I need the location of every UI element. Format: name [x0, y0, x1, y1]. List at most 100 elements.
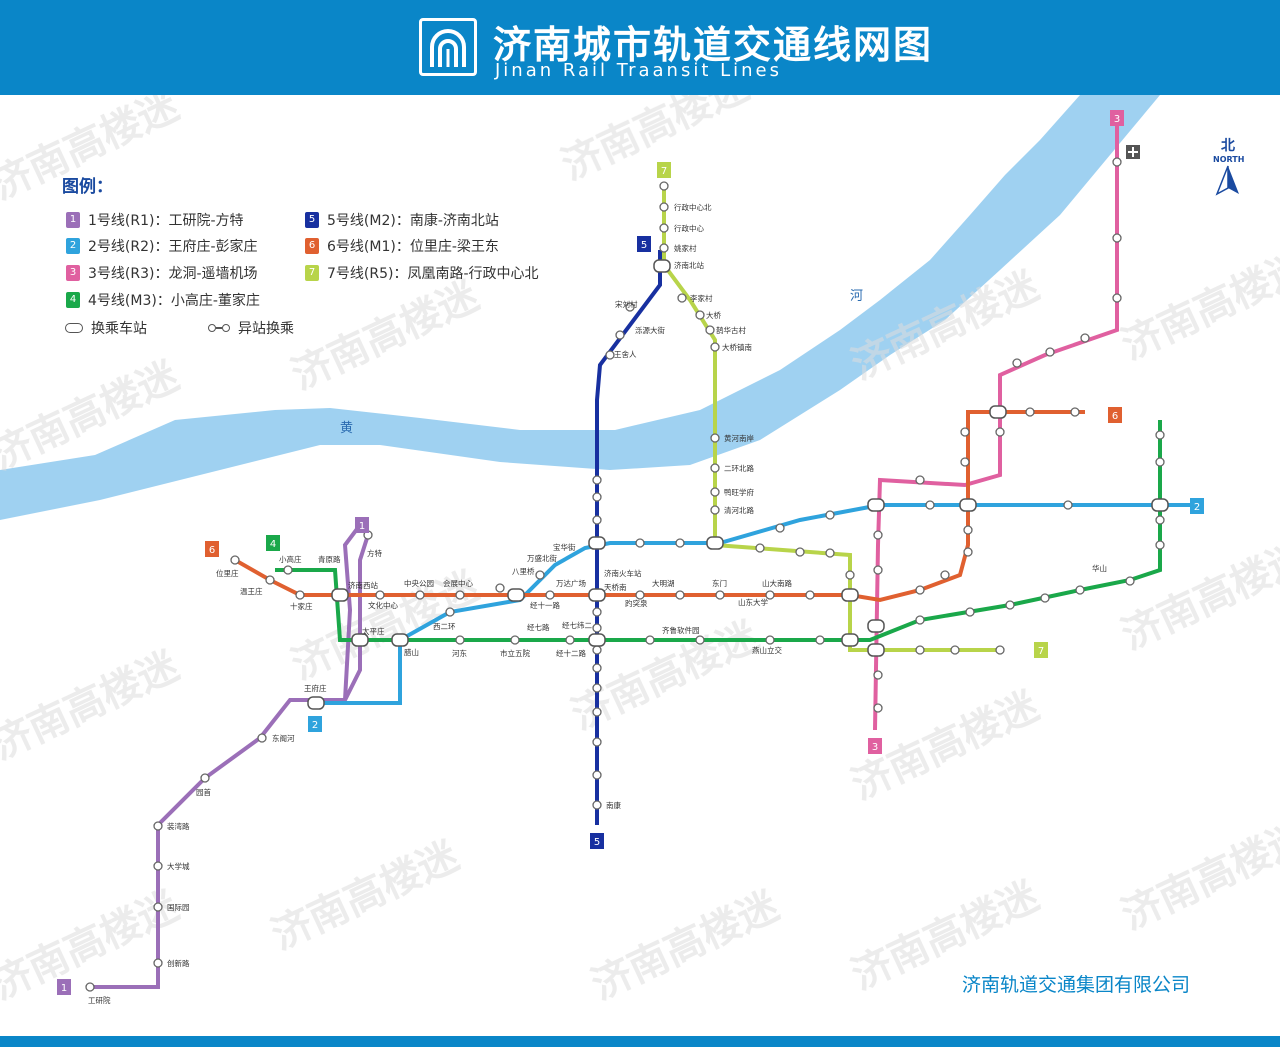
- station-huangtai: 宋刘村: [615, 299, 638, 309]
- legend-line-4-swatch: 4: [66, 292, 80, 308]
- legend-line-6: 6 6号线(M1)：位里庄-梁王东: [305, 236, 499, 256]
- station-yixin: 姚家村: [674, 243, 697, 253]
- line-4-route: [275, 420, 1162, 642]
- footer-bar: [0, 1036, 1280, 1047]
- station-daxuecheng: 大学城: [167, 861, 190, 871]
- station-chuangxinlu: 创新路: [167, 958, 190, 968]
- legend-line-4: 4 4号线(M3)：小高庄-董家庄: [66, 290, 260, 310]
- airport-icon: [1126, 145, 1140, 159]
- station-xingzhengzhong: 行政中心: [674, 223, 704, 233]
- station-gongyanyuan: 工研院: [88, 995, 111, 1005]
- header-bar: 济南城市轨道交通线网图 Jinan Rail Traansit Lines: [0, 0, 1280, 95]
- legend-line-2: 2 2号线(R2)：王府庄-彭家庄: [66, 236, 258, 256]
- legend-line-5-label: 5号线(M2)：南康-济南北站: [327, 213, 499, 229]
- north-arrow: 北 NORTH: [1213, 135, 1245, 200]
- legend-offsite-label: 异站换乘: [238, 321, 294, 337]
- station-daming: 大明湖: [652, 578, 675, 588]
- legend-line-1-swatch: 1: [66, 212, 80, 228]
- legend-line-3-label: 3号线(R3)：龙洞-遥墙机场: [88, 266, 258, 282]
- tag-line2-a: 2: [312, 720, 318, 731]
- station-jingshiyi: 经十一路: [530, 600, 560, 610]
- watermark-10: 济南高楼迷: [1115, 532, 1280, 659]
- legend-offsite: 异站换乘: [208, 318, 294, 338]
- tag-line1-b: 1: [359, 521, 365, 532]
- legend-line-5: 5 5号线(M2)：南康-济南北站: [305, 210, 499, 230]
- line-3-route: [873, 118, 1119, 731]
- station-guanshan: 泺源大街: [635, 325, 665, 335]
- tag-line4: 4: [270, 539, 276, 550]
- station-dongfang: 鹊华古村: [716, 325, 746, 335]
- station-shandongdaxue: 山东大学: [738, 597, 768, 607]
- yellow-river: [0, 95, 1160, 520]
- station-jingqilu: 经七路: [527, 622, 550, 632]
- station-qiandao: 园首: [196, 787, 211, 797]
- page-title: 济南城市轨道交通线网图: [493, 23, 934, 67]
- station-weilizhuang: 位里庄: [216, 568, 239, 578]
- station-shandongtiyu: 山大南路: [762, 578, 792, 588]
- tag-line5-a: 5: [641, 240, 647, 251]
- station-wangfuzhuang: 王府庄: [304, 683, 327, 693]
- station-tianqiao: 天桥南: [604, 582, 627, 592]
- station-zhuanggong: 黄河南岸: [724, 433, 754, 443]
- station-zhuanghulu: 青原路: [318, 554, 341, 564]
- station-wenhuazhongxin: 文化中心: [368, 600, 398, 610]
- station-yanshan: 燕山立交: [752, 645, 782, 655]
- compass-arrow-icon: [1215, 165, 1239, 196]
- station-dots: [85, 157, 1165, 992]
- tag-line6-b: 6: [1112, 411, 1118, 422]
- legend-line-2-label: 2号线(R2)：王府庄-彭家庄: [88, 239, 258, 255]
- station-baotu: 趵突泉: [625, 598, 648, 608]
- tag-line2-b: 2: [1194, 502, 1200, 513]
- watermark-5: 济南高楼迷: [1115, 242, 1280, 369]
- station-hetan: 大桥镇南: [722, 342, 752, 352]
- station-qinglong: 鸭旺学府: [724, 487, 754, 497]
- watermark-2: 济南高楼迷: [285, 272, 487, 399]
- station-qilu: 齐鲁软件园: [662, 625, 700, 635]
- watermark-15: 济南高楼迷: [1115, 812, 1280, 939]
- station-jinanxizhan: 济南西站: [348, 580, 378, 590]
- legend-line-3-swatch: 3: [66, 265, 80, 281]
- line-tags: 1 1 2 2 3 3 4 5 5 6 6 7 7: [57, 110, 1204, 995]
- tag-line3-a: 3: [1114, 114, 1120, 125]
- station-xiaogaozhuang: 小高庄: [279, 554, 302, 564]
- station-shizhongshang: 市立五院: [500, 648, 530, 658]
- station-xingzheng: 行政中心北: [674, 202, 712, 212]
- river-label-a: 黄: [340, 421, 353, 436]
- legend-line-3: 3 3号线(R3)：龙洞-遥墙机场: [66, 263, 258, 283]
- tag-line5-b: 5: [594, 837, 600, 848]
- logo-arch-icon: [430, 29, 466, 67]
- watermark-13: 济南高楼迷: [585, 882, 787, 1009]
- station-dongmen: 东门: [712, 578, 727, 588]
- watermark-layer: 济南高楼迷 济南高楼迷 济南高楼迷 济南高楼迷 济南高楼迷 济南高楼迷 济南高楼…: [0, 95, 1280, 1009]
- legend-line-4-label: 4号线(M3)：小高庄-董家庄: [88, 293, 260, 309]
- tag-line3-b: 3: [872, 742, 878, 753]
- legend-line-6-swatch: 6: [305, 238, 319, 254]
- station-guojiyuan: 国际园: [167, 903, 190, 912]
- station-xierhuan: 西二环: [433, 622, 456, 631]
- station-jingqiwei: 经七纬二: [562, 620, 592, 630]
- tag-line1-a: 1: [61, 983, 67, 994]
- company-name: 济南轨道交通集团有限公司: [962, 974, 1191, 996]
- legend-title: 图例：: [62, 177, 113, 197]
- legend-line-7: 7 7号线(R5)：凤凰南路-行政中心北: [305, 263, 539, 283]
- station-dianshan: 腊山: [404, 647, 419, 657]
- station-jinanhuochezhan: 济南火车站: [604, 568, 642, 578]
- rail-map: 黄 河 济南高楼迷 济南高楼迷 济南高楼迷 济南高楼迷 济南高楼迷 济南高楼迷 …: [0, 95, 1280, 1009]
- station-jingshier: 经十二路: [556, 648, 586, 658]
- legend-line-7-swatch: 7: [305, 265, 319, 281]
- station-baoda: 宝华街: [553, 542, 576, 552]
- watermark-11: 济南高楼迷: [0, 642, 186, 769]
- station-wanfuhu: 万盛北街: [527, 553, 557, 563]
- jinan-metro-logo: [419, 18, 477, 76]
- watermark-12: 济南高楼迷: [265, 832, 467, 959]
- legend-transfer-label: 换乘车站: [91, 321, 147, 337]
- river-label-b: 河: [850, 289, 863, 304]
- station-erhuanbei: 二环北路: [724, 463, 754, 473]
- station-dongqiao: 大桥: [706, 310, 721, 320]
- interchange-stations: [307, 259, 1169, 710]
- transfer-symbol-icon: [65, 323, 83, 333]
- station-zhujia: 河东: [452, 648, 467, 658]
- legend-line-2-swatch: 2: [66, 238, 80, 254]
- north-label-en: NORTH: [1213, 155, 1245, 164]
- legend-transfer: 换乘车站: [65, 318, 147, 338]
